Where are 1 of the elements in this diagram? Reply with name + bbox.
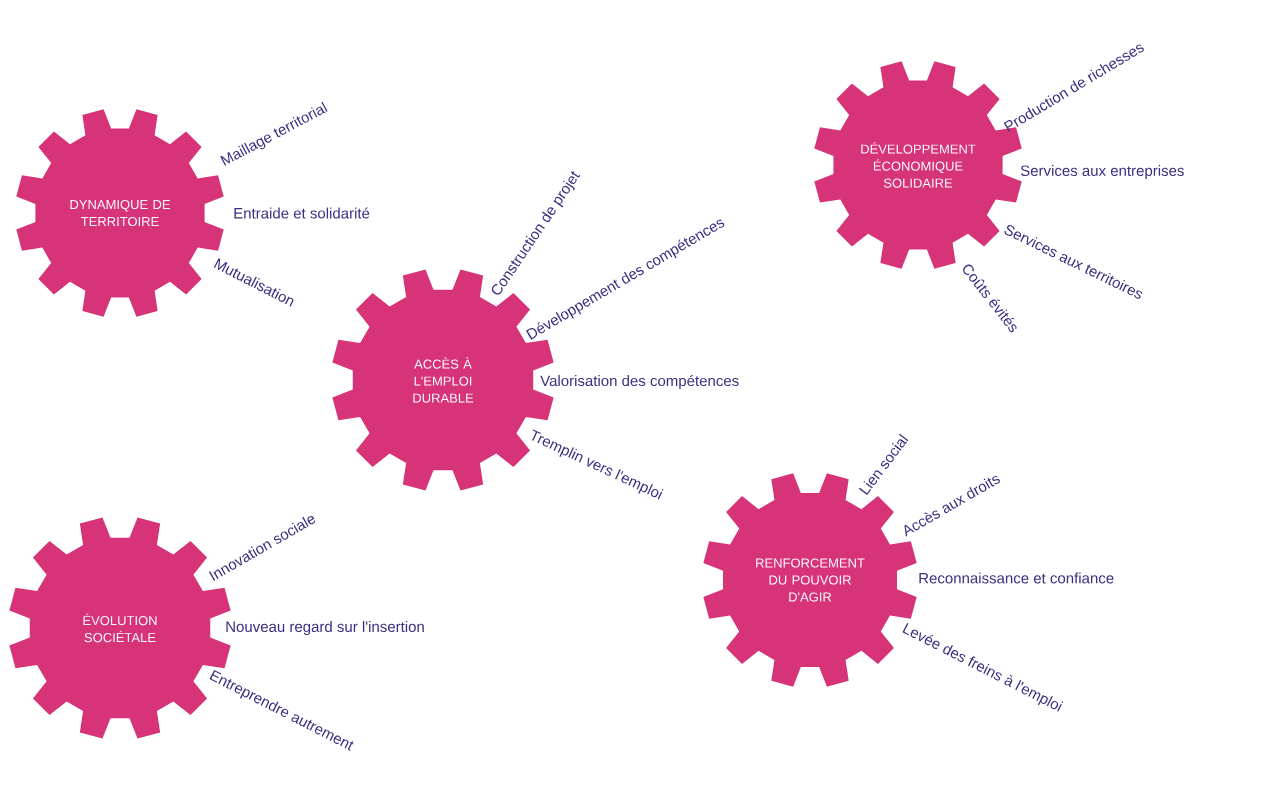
gear-label: Services aux entreprises — [1020, 165, 1184, 179]
